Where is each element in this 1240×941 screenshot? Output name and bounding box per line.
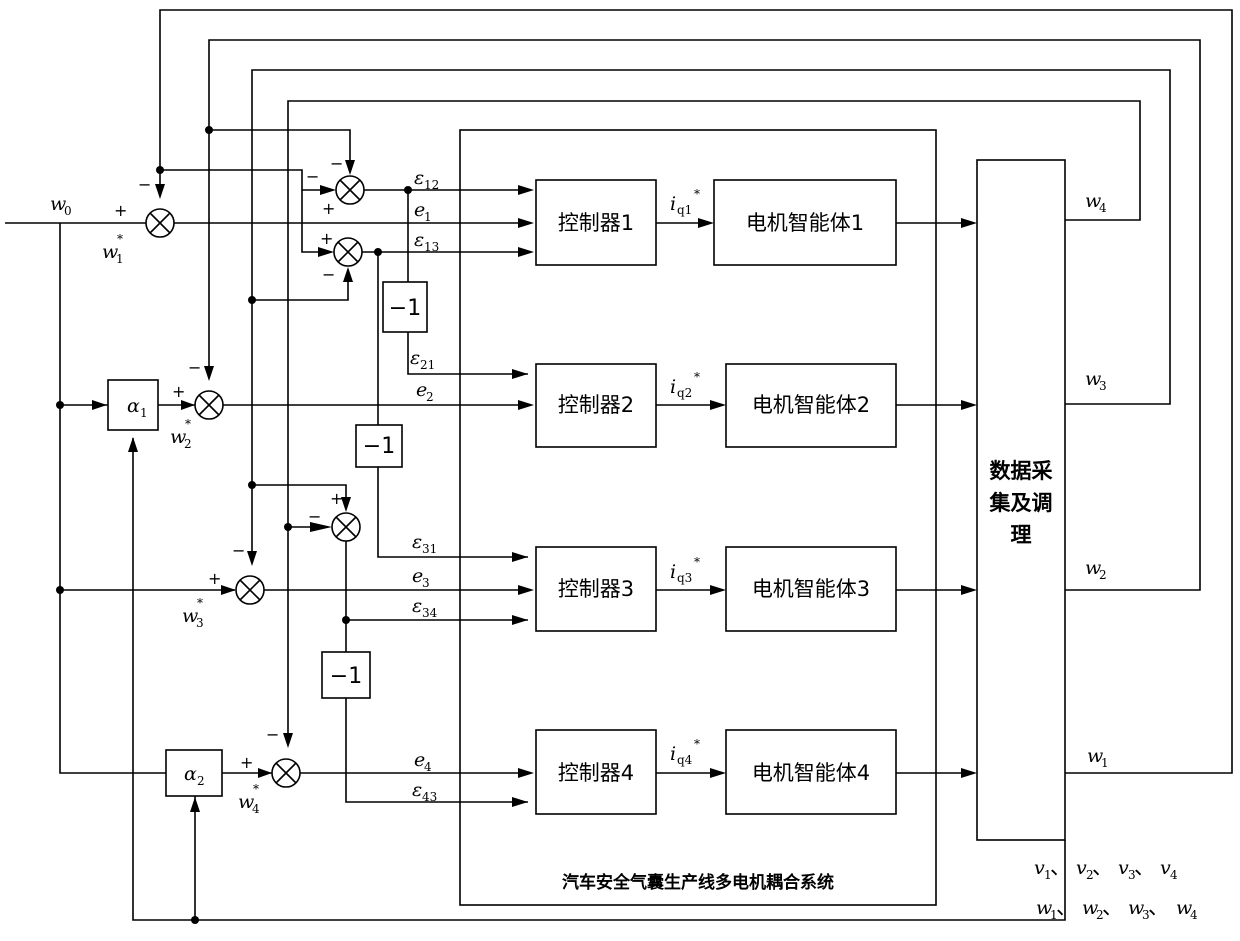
alpha1-label: α — [127, 395, 140, 417]
svg-text:*: * — [185, 417, 191, 431]
svg-text:−: − — [308, 507, 321, 526]
svg-text:+: + — [240, 753, 253, 772]
svg-text:*: * — [694, 187, 700, 201]
svg-text:*: * — [694, 737, 700, 751]
svg-text:、: 、 — [1056, 895, 1077, 919]
input-bus — [60, 223, 166, 773]
svg-text:i: i — [670, 193, 676, 215]
svg-text:*: * — [253, 782, 259, 796]
svg-text:1: 1 — [1101, 756, 1109, 770]
svg-text:4: 4 — [1170, 868, 1178, 882]
svg-text:−: − — [322, 265, 335, 284]
svg-text:3: 3 — [196, 616, 204, 630]
row-1: 控制器1 电机智能体1 — [536, 180, 896, 265]
svg-text:34: 34 — [422, 606, 438, 620]
svg-text:i: i — [670, 561, 676, 583]
svg-text:1: 1 — [116, 252, 124, 266]
output-labels: w 4 w 3 w 2 w 1 — [1085, 190, 1109, 770]
svg-text:*: * — [197, 596, 203, 610]
svg-text:+: + — [114, 201, 127, 220]
svg-text:43: 43 — [422, 790, 437, 804]
svg-text:−1: −1 — [389, 296, 421, 321]
svg-text:1: 1 — [140, 406, 148, 420]
system-label: 汽车安全气囊生产线多电机耦合系统 — [562, 872, 834, 893]
svg-text:电机智能体3: 电机智能体3 — [752, 577, 870, 601]
svg-text:ε: ε — [410, 347, 420, 369]
svg-text:集及调: 集及调 — [989, 491, 1053, 515]
svg-text:*: * — [694, 555, 700, 569]
svg-text:−: − — [188, 358, 201, 377]
svg-text:控制器4: 控制器4 — [558, 761, 634, 785]
svg-text:电机智能体1: 电机智能体1 — [746, 211, 864, 235]
svg-text:电机智能体4: 电机智能体4 — [752, 761, 870, 785]
svg-text:4: 4 — [1190, 908, 1198, 922]
svg-text:控制器2: 控制器2 — [558, 393, 634, 417]
svg-text:−: − — [232, 541, 245, 560]
svg-text:、: 、 — [1050, 855, 1071, 879]
svg-text:4: 4 — [424, 760, 432, 774]
svg-text:3: 3 — [1099, 379, 1107, 393]
svg-text:13: 13 — [424, 240, 439, 254]
setpoint-labels: w 1 * w 2 * w 3 * w 4 * — [102, 232, 260, 816]
svg-text:i: i — [670, 743, 676, 765]
bottom-w-list: w 1 、 w 2 、 w 3 、 w 4 — [1036, 895, 1198, 922]
svg-text:+: + — [208, 569, 221, 588]
svg-text:1: 1 — [424, 210, 432, 224]
svg-text:+: + — [320, 229, 333, 248]
svg-text:+: + — [322, 199, 335, 218]
svg-text:4: 4 — [252, 802, 260, 816]
svg-text:0: 0 — [64, 204, 72, 218]
svg-text:+: + — [330, 489, 343, 508]
input-label: w 0 — [50, 193, 72, 218]
svg-text:−1: −1 — [363, 434, 395, 459]
svg-text:、: 、 — [1102, 895, 1123, 919]
svg-text:电机智能体2: 电机智能体2 — [752, 393, 870, 417]
svg-text:2: 2 — [1099, 568, 1107, 582]
svg-text:i: i — [670, 376, 676, 398]
svg-text:+: + — [172, 382, 185, 401]
svg-text:q4: q4 — [677, 753, 693, 767]
svg-text:4: 4 — [1099, 201, 1107, 215]
svg-text:q1: q1 — [677, 203, 692, 217]
svg-text:−: − — [266, 725, 279, 744]
svg-text:控制器1: 控制器1 — [558, 211, 634, 235]
svg-text:q2: q2 — [677, 386, 692, 400]
svg-text:−: − — [306, 167, 319, 186]
svg-text:、: 、 — [1092, 855, 1113, 879]
svg-text:3: 3 — [422, 576, 430, 590]
svg-text:21: 21 — [420, 358, 435, 372]
svg-text:31: 31 — [422, 542, 437, 556]
svg-text:ε: ε — [414, 229, 424, 251]
svg-text:ε: ε — [412, 531, 422, 553]
alpha2-label: α — [184, 763, 197, 785]
svg-text:12: 12 — [424, 178, 439, 192]
svg-text:q3: q3 — [677, 571, 692, 585]
svg-text:−: − — [330, 154, 343, 173]
svg-text:控制器3: 控制器3 — [558, 577, 634, 601]
svg-text:数据采: 数据采 — [990, 459, 1053, 483]
svg-text:理: 理 — [1011, 523, 1032, 547]
svg-text:ε: ε — [414, 167, 424, 189]
bottom-v-list: v 1 、 v 2 、 v 3 、 v 4 — [1034, 855, 1178, 882]
svg-text:、: 、 — [1148, 895, 1169, 919]
svg-text:、: 、 — [1134, 855, 1155, 879]
svg-text:*: * — [694, 370, 700, 384]
svg-text:ε: ε — [412, 595, 422, 617]
signs: + − + − + − + − − − + + − + − — [114, 154, 343, 772]
svg-text:2: 2 — [426, 390, 434, 404]
svg-text:−: − — [138, 175, 151, 194]
svg-text:2: 2 — [197, 774, 205, 788]
svg-text:*: * — [117, 232, 123, 246]
svg-text:ε: ε — [412, 779, 422, 801]
svg-text:−1: −1 — [330, 664, 362, 689]
coupling-error-labels: ε 12 ε 13 ε 21 ε 31 ε 34 ε 43 — [410, 167, 439, 804]
svg-text:2: 2 — [184, 437, 192, 451]
